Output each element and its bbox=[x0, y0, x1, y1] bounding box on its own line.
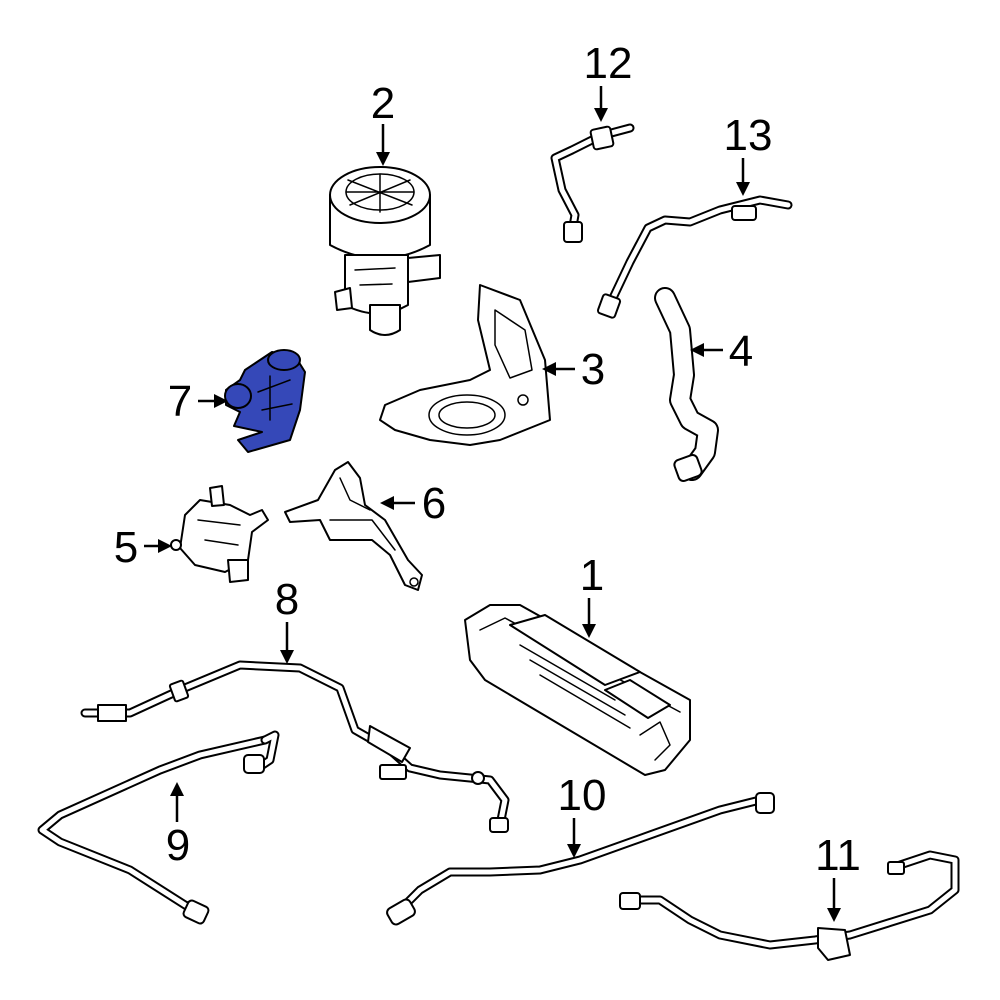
callout-10: 10 bbox=[558, 771, 607, 858]
part-8-wire-harness[interactable] bbox=[80, 660, 510, 833]
callout-2: 2 bbox=[371, 79, 395, 166]
callout-1-label: 1 bbox=[580, 551, 604, 600]
part-13-oxygen-sensor[interactable] bbox=[596, 195, 793, 319]
callout-6-label: 6 bbox=[422, 479, 446, 528]
callout-4-label: 4 bbox=[729, 327, 753, 376]
part-1-canister[interactable] bbox=[464, 604, 691, 776]
callout-7-label: 7 bbox=[168, 377, 192, 426]
callout-9-label: 9 bbox=[166, 821, 190, 870]
part-11-sensor-harness[interactable] bbox=[619, 850, 960, 961]
part-2-air-pump[interactable] bbox=[329, 166, 441, 336]
callout-11: 11 bbox=[815, 831, 861, 922]
callout-9: 9 bbox=[166, 782, 190, 870]
callout-10-label: 10 bbox=[558, 771, 607, 820]
part-9-tube[interactable] bbox=[37, 730, 280, 925]
part-3-bracket[interactable] bbox=[379, 284, 551, 446]
part-10-hose[interactable] bbox=[385, 792, 775, 926]
callout-12-label: 12 bbox=[584, 39, 633, 88]
callout-3: 3 bbox=[542, 345, 605, 394]
callout-8: 8 bbox=[275, 575, 299, 664]
callout-7: 7 bbox=[168, 377, 228, 426]
callout-11-label: 11 bbox=[815, 831, 861, 880]
callout-6: 6 bbox=[380, 479, 446, 528]
callout-2-label: 2 bbox=[371, 79, 395, 128]
callout-8-label: 8 bbox=[275, 575, 299, 624]
callout-4: 4 bbox=[690, 327, 753, 376]
callout-3-label: 3 bbox=[581, 345, 605, 394]
callout-5: 5 bbox=[114, 523, 172, 572]
callout-5-label: 5 bbox=[114, 523, 138, 572]
part-5-solenoid[interactable] bbox=[170, 485, 269, 583]
part-4-hose[interactable] bbox=[654, 287, 719, 483]
callout-13-label: 13 bbox=[724, 111, 773, 160]
part-6-bracket[interactable] bbox=[284, 461, 423, 591]
callout-12: 12 bbox=[584, 39, 633, 122]
callout-1: 1 bbox=[580, 551, 604, 638]
callout-13: 13 bbox=[724, 111, 773, 196]
part-12-oxygen-sensor[interactable] bbox=[550, 123, 635, 243]
part-7-valve-highlighted[interactable] bbox=[224, 349, 306, 453]
